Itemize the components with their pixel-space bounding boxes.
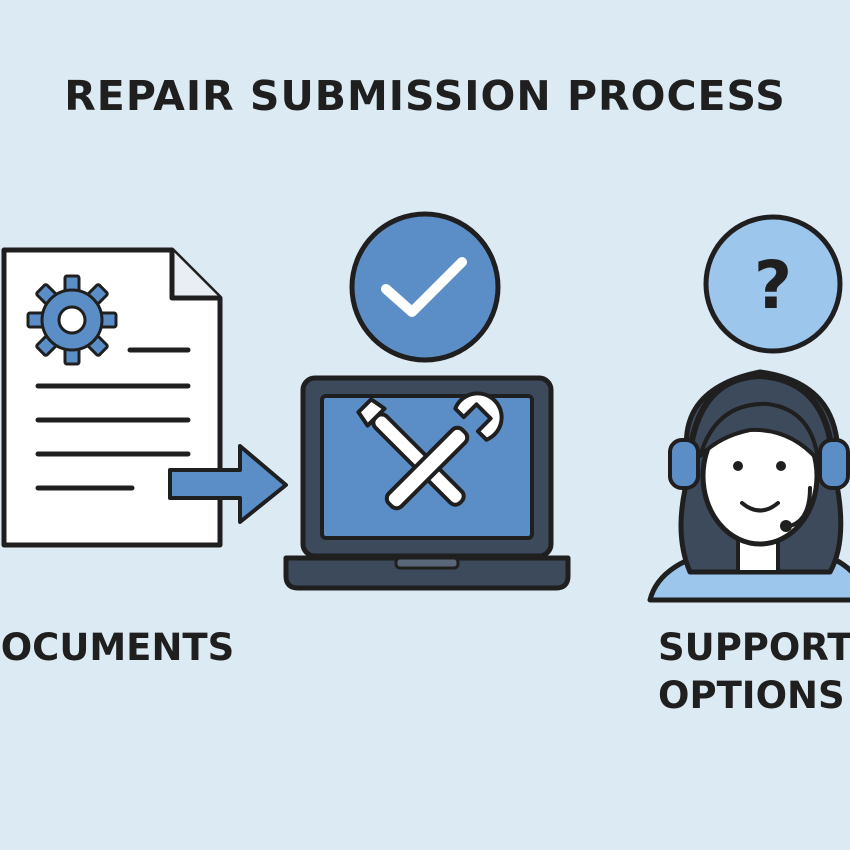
page-title: REPAIR SUBMISSION PROCESS [64,72,786,120]
checkmark-circle-icon [349,211,501,363]
documents-label: DOCUMENTS [0,626,235,669]
question-mark-circle-icon: ? [703,214,843,354]
gear-icon [26,274,118,366]
wrench-screwdriver-icon [356,391,504,511]
support-options-line-2: OPTIONS [658,674,845,717]
support-agent-icon [647,369,850,603]
support-options-line-1: SUPPORT [658,626,850,669]
svg-text:?: ? [754,247,792,324]
support-options-label: SUPPORT OPTIONS [658,624,850,720]
arrow-right-icon [168,444,288,524]
